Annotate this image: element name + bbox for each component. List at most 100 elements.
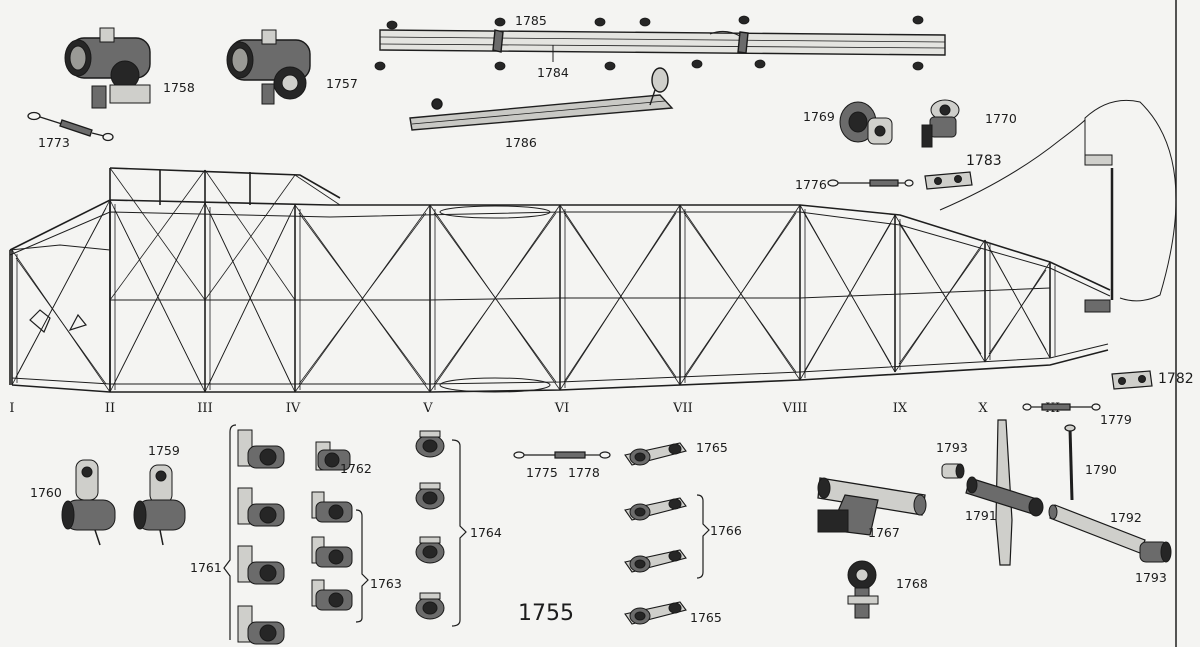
brace-wire — [433, 212, 557, 385]
fittings-1763 — [311, 491, 353, 611]
label-1784: 1784 — [537, 65, 569, 80]
fitting-1765-bottom-lug — [668, 602, 682, 614]
station-numeral: VIII — [782, 401, 808, 416]
brace-wire — [803, 222, 892, 373]
cabane-wire — [294, 174, 341, 206]
clip-1782 — [1111, 370, 1153, 390]
cabane-wire — [109, 169, 206, 301]
fitting-1758 — [64, 27, 151, 109]
label-1763: 1763 — [370, 576, 402, 591]
station-numeral: IX — [893, 401, 908, 416]
station-numeral: III — [197, 401, 212, 416]
fittings-1764 — [415, 430, 445, 620]
fitting-1757 — [226, 29, 311, 105]
bolt — [738, 15, 750, 25]
label-1769: 1769 — [803, 109, 835, 124]
brace-wire — [898, 222, 982, 355]
station-numeral: VI — [554, 401, 570, 416]
fitting-1766-a-bore — [634, 507, 646, 517]
label-1758: 1758 — [163, 80, 195, 95]
cockpit-fittings — [29, 309, 88, 333]
floor-opening — [439, 377, 551, 393]
fitting-1763-bore — [328, 504, 344, 520]
bolt — [912, 15, 924, 25]
fitting-1763-bore — [328, 592, 344, 608]
fitting-1764-cap — [419, 536, 441, 544]
label-1778: 1778 — [568, 465, 600, 480]
bolt — [691, 59, 703, 69]
brace-wire — [433, 212, 557, 383]
label-1775: 1775 — [526, 465, 558, 480]
label-1776: 1776 — [795, 177, 827, 192]
fitting-1759 — [133, 464, 186, 546]
label-1790: 1790 — [1085, 462, 1117, 477]
station-verticals — [11, 170, 1056, 392]
rudder-plate — [1084, 154, 1113, 166]
brace-wire — [988, 247, 1047, 351]
brace-wire — [298, 212, 427, 385]
label-1760: 1760 — [30, 485, 62, 500]
bolt — [386, 20, 398, 30]
fitting-1769 — [839, 101, 893, 145]
turnbuckle-1776 — [827, 179, 914, 187]
brace-wire — [563, 212, 677, 378]
label-1792: 1792 — [1110, 510, 1142, 525]
label-1782: 1782 — [1158, 371, 1194, 387]
station-numerals: IIIIIIIVVVIVIIVIIIIXXXI — [9, 401, 1060, 416]
sleeve-1793-top — [941, 463, 965, 479]
station-numeral: II — [105, 401, 115, 416]
label-1764: 1764 — [470, 525, 502, 540]
label-1765-bottom: 1765 — [690, 610, 722, 625]
brace-wire — [898, 247, 982, 365]
brace-wire — [988, 269, 1047, 355]
label-1773: 1773 — [38, 135, 70, 150]
tube-bolts — [374, 15, 924, 71]
brace-wire — [113, 210, 202, 385]
fitting-1770 — [921, 99, 960, 148]
turnbuckle-1775 — [513, 451, 611, 459]
fitting-1761-bore — [259, 448, 277, 466]
brace-wire — [683, 212, 797, 378]
fitting-1765-bottom-bore — [634, 611, 646, 621]
bolt — [494, 61, 506, 71]
fitting-1764-bore — [422, 491, 438, 505]
label-1770: 1770 — [985, 111, 1017, 126]
bolt — [374, 61, 386, 71]
clip-1783 — [924, 171, 973, 190]
label-1786: 1786 — [505, 135, 537, 150]
fitting-1765-top-lug — [668, 443, 682, 455]
label-1793-bottom: 1793 — [1135, 570, 1167, 585]
seat-opening — [439, 205, 551, 219]
pulley-1768 — [847, 560, 879, 619]
label-1791: 1791 — [965, 508, 997, 523]
rod-1790 — [1064, 424, 1076, 501]
turnbuckle-1779 — [1022, 403, 1101, 411]
mid-longeron — [110, 287, 1051, 301]
label-1766: 1766 — [710, 523, 742, 538]
brace-wire — [208, 210, 292, 385]
cabane-wire — [204, 169, 296, 301]
fitting-1766-b-bore — [634, 559, 646, 569]
bolt — [912, 61, 924, 71]
bolt — [604, 61, 616, 71]
station-numeral: VII — [672, 401, 693, 416]
bolt — [494, 17, 506, 27]
bracing-wires — [11, 167, 1051, 393]
label-1779: 1779 — [1100, 412, 1132, 427]
spar-1786 — [409, 67, 674, 131]
fitting-1761-bore — [259, 624, 277, 642]
fitting-1764-cap — [419, 482, 441, 490]
station-numeral: V — [422, 401, 433, 416]
fitting-1762 — [315, 441, 351, 471]
label-1757: 1757 — [326, 76, 358, 91]
bracket-1766 — [696, 494, 710, 579]
label-1785: 1785 — [515, 13, 547, 28]
fitting-1763-bore — [328, 549, 344, 565]
fitting-1761-bore — [259, 564, 277, 582]
fitting-1766-a-lug — [668, 498, 682, 510]
tailskid-bracket — [1084, 299, 1111, 313]
brace-wire — [15, 257, 107, 385]
label-1762: 1762 — [340, 461, 372, 476]
fitting-1761-bore — [259, 506, 277, 524]
